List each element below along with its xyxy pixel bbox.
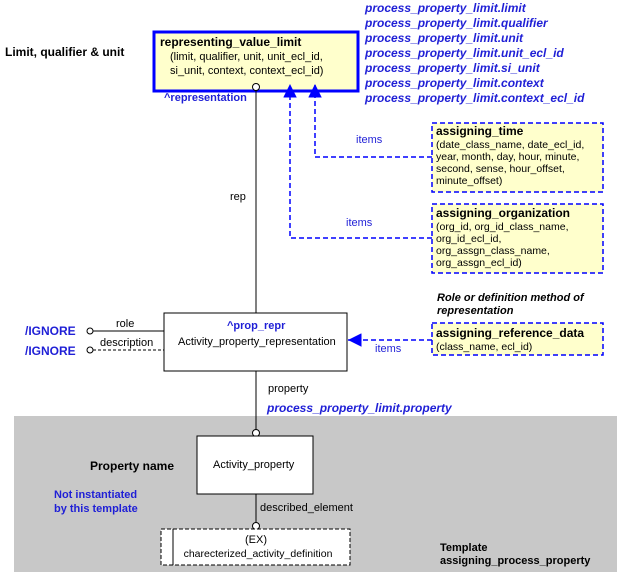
- assigning-time-template[interactable]: assigning_time (date_class_name, date_ec…: [431, 122, 604, 193]
- svg-text:org_assgn_class_name,: org_assgn_class_name,: [436, 245, 550, 257]
- svg-text:(org_id, org_id_class_name,: (org_id, org_id_class_name,: [436, 221, 569, 233]
- ignore-label-2: /IGNORE: [25, 344, 76, 358]
- entity-name: representing_value_limit: [160, 35, 301, 49]
- time-items-edge: [308, 84, 432, 158]
- svg-text:process_property_limit.context: process_property_limit.context: [364, 76, 545, 90]
- assigning-reference-data-template[interactable]: assigning_reference_data (class_name, ec…: [431, 322, 604, 356]
- activity-property-entity[interactable]: Activity_property: [196, 435, 314, 495]
- template-name: assigning_reference_data: [436, 326, 584, 340]
- svg-text:minute_offset): minute_offset): [436, 175, 502, 187]
- template-name: assigning_time: [436, 124, 524, 138]
- entity-name: Activity_property: [213, 459, 295, 471]
- svg-text:org_assgn_ecl_id): org_assgn_ecl_id): [436, 257, 522, 269]
- role-attr-label: role: [116, 318, 134, 330]
- svg-text:process_property_limit.si_unit: process_property_limit.si_unit: [364, 61, 541, 75]
- description-attr-label: description: [100, 337, 153, 349]
- org-items-edge: [283, 84, 432, 239]
- svg-text:process_property_limit.qualifi: process_property_limit.qualifier: [364, 16, 549, 30]
- described-element-label: described_element: [260, 502, 353, 514]
- svg-text:year, month, day, hour, minute: year, month, day, hour, minute,: [436, 151, 579, 163]
- template-caption-line-1: Template: [440, 542, 487, 554]
- ref-items-label: items: [375, 343, 402, 355]
- svg-text:(EX): (EX): [245, 534, 267, 546]
- template-caption-line-2: assigning_process_property: [440, 555, 591, 567]
- property-name-label: Property name: [90, 459, 174, 473]
- representing-value-limit-entity[interactable]: representing_value_limit (limit, qualifi…: [152, 30, 360, 93]
- entity-name: Activity_property_representation: [178, 336, 336, 348]
- description-edge-circle: [86, 346, 94, 354]
- svg-text:process_property_limit.limit: process_property_limit.limit: [364, 1, 527, 15]
- property-edge-label: property: [268, 383, 309, 395]
- role-edge-circle: [86, 327, 94, 335]
- entity-attrs-line-2: si_unit, context, context_ecl_id): [170, 65, 323, 77]
- svg-text:process_property_limit.unit: process_property_limit.unit: [364, 31, 524, 45]
- org-items-label: items: [346, 217, 373, 229]
- template-name: assigning_organization: [436, 206, 570, 220]
- svg-text:second, sense, hour_offset,: second, sense, hour_offset,: [436, 163, 565, 175]
- rep-label: rep: [230, 191, 246, 203]
- rep-edge-end-circle: [252, 83, 260, 91]
- svg-text:(date_class_name, date_ecl_id,: (date_class_name, date_ecl_id,: [436, 139, 584, 151]
- svg-text:org_id_ecl_id,: org_id_ecl_id,: [436, 233, 501, 245]
- svg-text:process_property_limit.context: process_property_limit.context_ecl_id: [364, 91, 585, 105]
- assigning-organization-template[interactable]: assigning_organization (org_id, org_id_c…: [431, 203, 604, 274]
- role-note-line-1: Role or definition method of: [437, 292, 585, 304]
- svg-text:(class_name, ecl_id): (class_name, ecl_id): [436, 341, 532, 353]
- described-element-circle: [252, 522, 260, 530]
- property-param: process_property_limit.property: [266, 401, 453, 415]
- entity-attrs-line-1: (limit, qualifier, unit, unit_ecl_id,: [170, 51, 323, 63]
- not-instantiated-line-1: Not instantiated: [54, 489, 137, 501]
- top-parameter-list: process_property_limit.limit process_pro…: [364, 1, 585, 105]
- ex-characterized-activity-definition-entity[interactable]: (EX) charecterized_activity_definition: [160, 528, 351, 566]
- role-note-line-2: representation: [437, 305, 514, 317]
- representation-role-label: ^representation: [164, 92, 247, 104]
- property-edge-circle: [252, 429, 260, 437]
- diagram-title: Limit, qualifier & unit: [5, 45, 124, 59]
- svg-text:charecterized_activity_definit: charecterized_activity_definition: [184, 548, 333, 560]
- ignore-label-1: /IGNORE: [25, 324, 76, 338]
- prop-repr-role-label: ^prop_repr: [227, 320, 286, 332]
- time-items-label: items: [356, 134, 383, 146]
- not-instantiated-line-2: by this template: [54, 503, 138, 515]
- svg-text:process_property_limit.unit_ec: process_property_limit.unit_ecl_id: [364, 46, 564, 60]
